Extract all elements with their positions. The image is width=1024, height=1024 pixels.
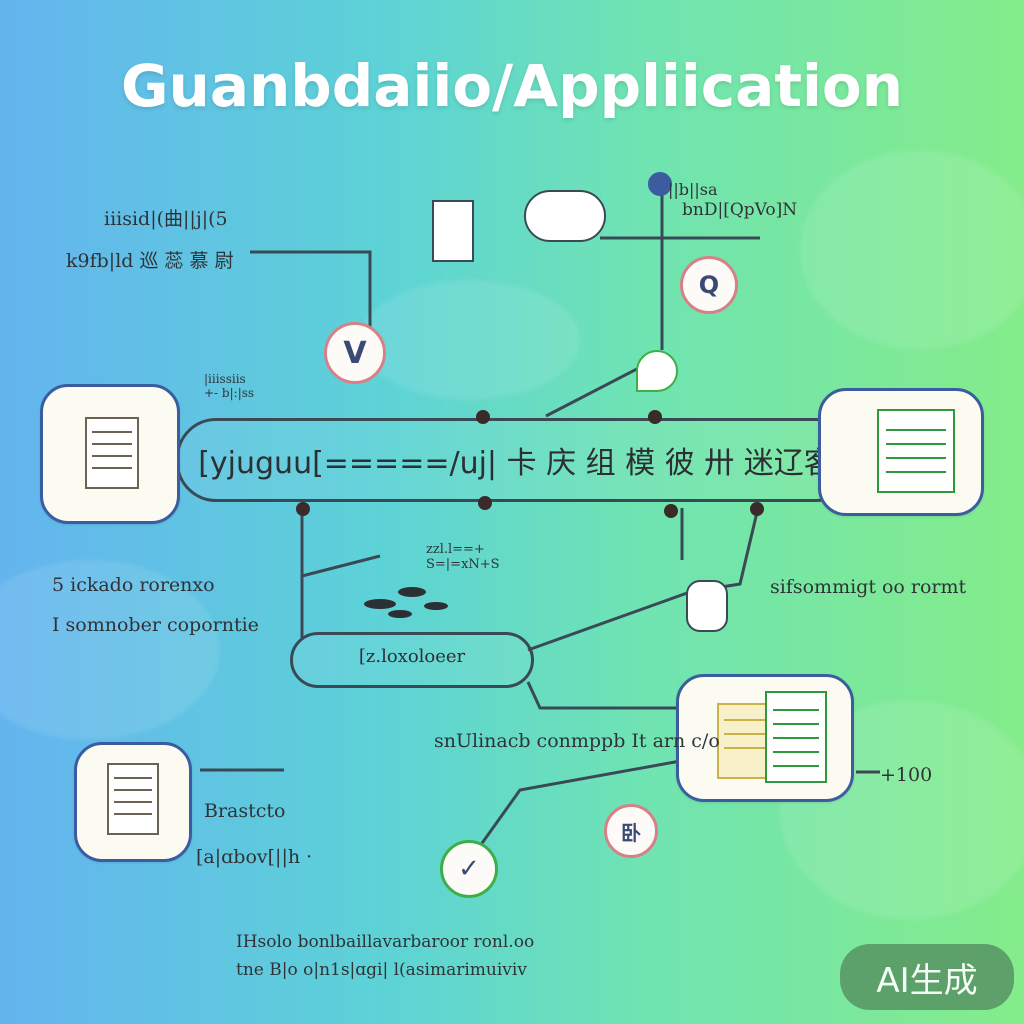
page-title: Guanbdaiio/Appliication	[120, 52, 904, 120]
main-flow-node	[176, 418, 856, 502]
check-badge-icon: V	[324, 322, 386, 384]
connection-dot	[478, 496, 492, 510]
label-scribble-mid: zzl.l==+ S=|=xN+S	[426, 542, 500, 572]
label-mid-left-2: I somnober coporntie	[52, 614, 259, 636]
connection-dot	[750, 502, 764, 516]
process-node-label: [z.loxoloeer	[358, 646, 466, 667]
ai-generated-watermark: AI生成	[840, 944, 1014, 1010]
label-bottom-2: tne B|o o|n1s|ɑgi| l(asimarimuiviv	[236, 960, 527, 980]
document-node-left	[40, 384, 180, 524]
location-pin-icon	[636, 350, 678, 392]
document-icon	[765, 691, 827, 783]
label-top-left-2: k9fb|ld 巡 蕊 慕 尉	[66, 250, 234, 272]
connection-dot	[296, 502, 310, 516]
search-badge-icon: Q	[680, 256, 738, 314]
label-top-right-2: bnD|[QpVo]N	[682, 200, 798, 220]
label-low-left-1: Brastcto	[204, 800, 286, 822]
cloud-icon	[524, 190, 606, 242]
document-icon	[877, 409, 955, 493]
connection-dot	[664, 504, 678, 518]
connection-dot	[648, 410, 662, 424]
document-node-lower-left	[74, 742, 192, 862]
background-blob	[800, 150, 1024, 350]
background-blob	[0, 560, 220, 740]
label-top-left-1: iiisid|(曲||j|(5	[104, 208, 228, 230]
document-icon	[107, 763, 159, 835]
document-node-middle	[676, 674, 854, 802]
image-icon	[432, 200, 474, 262]
connector-mid-down	[468, 758, 687, 861]
document-icon	[85, 417, 139, 489]
label-top-right-1: ||b||sa	[668, 180, 718, 199]
label-right-number: +100	[880, 764, 933, 786]
label-low-left-2: [a|ɑbov[||h ·	[196, 846, 313, 868]
checkmark-badge-icon: ✓	[440, 840, 498, 898]
connector-small-to-mid	[526, 681, 680, 710]
connection-dot	[476, 410, 490, 424]
main-flow-label: [yjuguu[=====/uj| 卡 庆 组 模 彼 卅 迷辽客	[198, 446, 834, 481]
label-mid-right: sifsommigt oo rormt	[770, 576, 967, 598]
chip-icon	[686, 580, 728, 632]
document-node-right	[818, 388, 984, 516]
label-mid-left-1: 5 ickado rorenxo	[52, 574, 215, 596]
user-badge-icon: 卧	[604, 804, 658, 858]
label-bottom-1: IHsolo bonlbaillavarbaroor ronl.oo	[236, 932, 535, 952]
label-bottom-center: snUlinacb conmppb It arn c/o	[434, 730, 720, 752]
connector-left-sweep	[301, 554, 381, 578]
label-scribble-top: |iiissiis +- b|:|ss	[204, 372, 255, 400]
location-pin-icon	[648, 172, 672, 196]
process-node	[290, 632, 534, 688]
background-blob	[360, 280, 580, 400]
connector-top-left	[250, 250, 372, 338]
